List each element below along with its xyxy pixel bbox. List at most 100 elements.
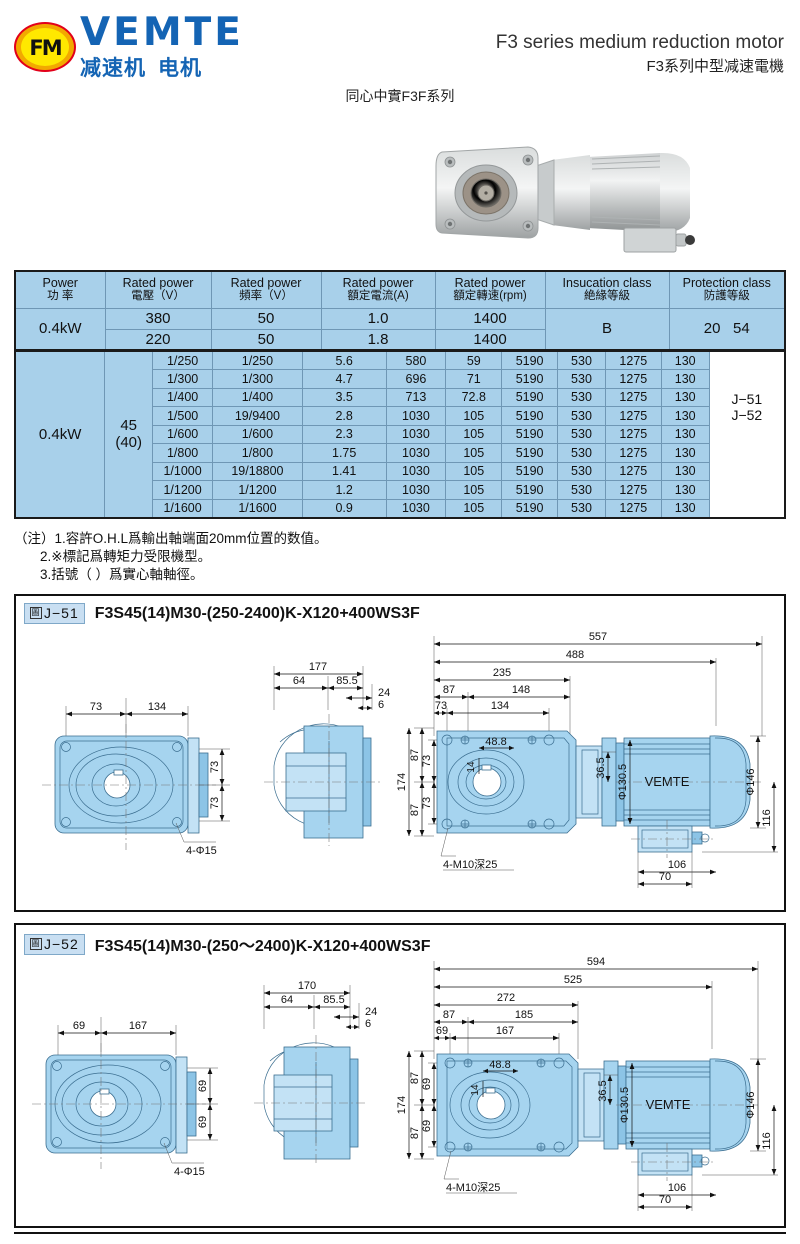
panel-j52-title: F3S45(14)M30-(250〜2400)K-X120+400WS3F (94, 938, 431, 955)
dim-174-b: 174 (396, 1096, 408, 1114)
protection-20: 20 (703, 320, 721, 338)
dim-73-bot: 73 (209, 797, 221, 809)
dim-272: 272 (497, 992, 515, 1004)
figure-icon-2: 圖 (30, 937, 42, 950)
ratio-cell-c7: 530 (557, 498, 606, 519)
dim-106: 106 (668, 859, 686, 871)
spec-voltage-220: 220 (104, 328, 212, 351)
ratio-cell-c4: 1030 (385, 480, 447, 500)
spec-freq-380: 50 (210, 307, 322, 330)
spec-speed-220: 1400 (434, 328, 546, 351)
spec-current-220: 1.8 (320, 328, 436, 351)
ratio-cell-c8: 1275 (604, 406, 662, 426)
ratio-fig-ref-2: J−52 (709, 406, 785, 518)
dim-177: 177 (309, 661, 327, 673)
j52-plan-view: 594 525 272 87 185 69 167 (396, 956, 778, 1211)
dim-134-plan: 134 (491, 700, 509, 712)
ratio-cell-c6: 5190 (501, 387, 559, 408)
dim-87a: 87 (409, 749, 421, 761)
protection-54: 54 (733, 320, 750, 338)
dim-134: 134 (148, 701, 166, 713)
ratio-cell-ratio2: 1/250 (212, 350, 303, 371)
ratio-cell-c6: 5190 (501, 424, 559, 445)
ratio-cell-c8: 1275 (604, 387, 662, 408)
dim-64-b: 64 (281, 994, 293, 1006)
dim-69b: 69 (421, 1120, 433, 1132)
drawing-j52: 69 167 69 69 (16, 947, 788, 1227)
figure-number-j52: J−52 (44, 935, 79, 952)
ratio-cell-c7: 530 (557, 443, 606, 463)
ratio-cell-c8: 1275 (604, 350, 662, 371)
dim-phi130-5-b: Φ130.5 (619, 1087, 631, 1123)
ratio-cell-c9: 130 (660, 350, 710, 371)
logo-monogram: FM (29, 36, 62, 61)
dim-64: 64 (293, 675, 305, 687)
dim-87b: 87 (409, 804, 421, 816)
ratio-cell-ratio2: 1/800 (212, 443, 303, 463)
spec-voltage-380: 380 (104, 307, 212, 330)
dim-73-plan: 73 (435, 700, 447, 712)
dim-87: 87 (443, 684, 455, 696)
notes-block: （注）1.容許O.H.L爲輸出軸端面20mm位置的数值。 2.※標記爲轉矩力受限… (14, 530, 328, 583)
ratio-cell-c9: 130 (660, 480, 710, 500)
ratio-cell-ratio: 1/250 (152, 350, 214, 371)
ratio-cell-c9: 130 (660, 369, 710, 389)
ratio-cell-c9: 130 (660, 443, 710, 463)
j52-front-view: 69 167 69 69 (32, 1017, 218, 1178)
note-1: （注）1.容許O.H.L爲輸出軸端面20mm位置的数值。 (14, 531, 328, 546)
ratio-cell-c5: 105 (445, 443, 503, 463)
spec-row-220v: 220 50 1.8 1400 (15, 328, 785, 351)
ratio-cell-ratio: 1/500 (152, 406, 214, 426)
ratio-cell-c7: 530 (557, 369, 606, 389)
ratio-cell-ratio2: 1/600 (212, 424, 303, 445)
j51-plan-view: 557 488 235 87 148 73 134 (396, 631, 778, 888)
dim-167-plan: 167 (496, 1025, 514, 1037)
ratio-cell-c5: 105 (445, 480, 503, 500)
dim-185: 185 (515, 1009, 533, 1021)
dim-170: 170 (298, 980, 316, 992)
ratio-cell-c4: 1030 (385, 443, 447, 463)
ratio-cell-c4: 713 (385, 387, 447, 408)
ratio-cell-c6: 5190 (501, 350, 559, 371)
shaft-main: 45 (120, 417, 138, 435)
dim-116: 116 (761, 809, 773, 827)
spec-power-value: 0.4kW (14, 307, 106, 351)
ratio-cell-ratio2: 1/1200 (212, 480, 303, 500)
spec-row-380v: 0.4kW 380 50 1.0 1400 B 20 54 (14, 307, 786, 351)
spec-freq-220: 50 (210, 328, 322, 351)
dim-116-b: 116 (761, 1132, 773, 1150)
j51-front-view: 73 134 (42, 698, 230, 857)
ratio-cell-c3: 2.8 (301, 406, 387, 426)
ratio-cell-c5: 105 (445, 461, 503, 482)
ratio-fig-ref-1: J−51 (709, 351, 785, 407)
dim-73b: 73 (421, 797, 433, 809)
dim-69-plan: 69 (436, 1025, 448, 1037)
brand-subtitle: 减速机电机 (80, 52, 244, 82)
shaft-sub: (40) (115, 434, 143, 452)
dim-69-top: 69 (197, 1080, 209, 1092)
ratio-cell-c4: 1030 (385, 406, 447, 426)
dim-4-m10-b: 4-M10深25 (446, 1181, 500, 1194)
dim-14: 14 (466, 761, 477, 773)
ratio-cell-c7: 530 (557, 480, 606, 500)
dim-235: 235 (493, 667, 511, 679)
ratio-cell-c5: 72.8 (445, 387, 503, 408)
dim-70-b: 70 (659, 1194, 671, 1206)
logo-badge-icon: FM (14, 22, 76, 74)
dim-14-b: 14 (470, 1084, 481, 1096)
dim-557: 557 (589, 631, 607, 643)
ratio-cell-c5: 59 (445, 350, 503, 371)
note-2: 2.※標記爲轉矩力受限機型。 (40, 548, 212, 564)
dim-24-b: 24 (365, 1006, 377, 1018)
